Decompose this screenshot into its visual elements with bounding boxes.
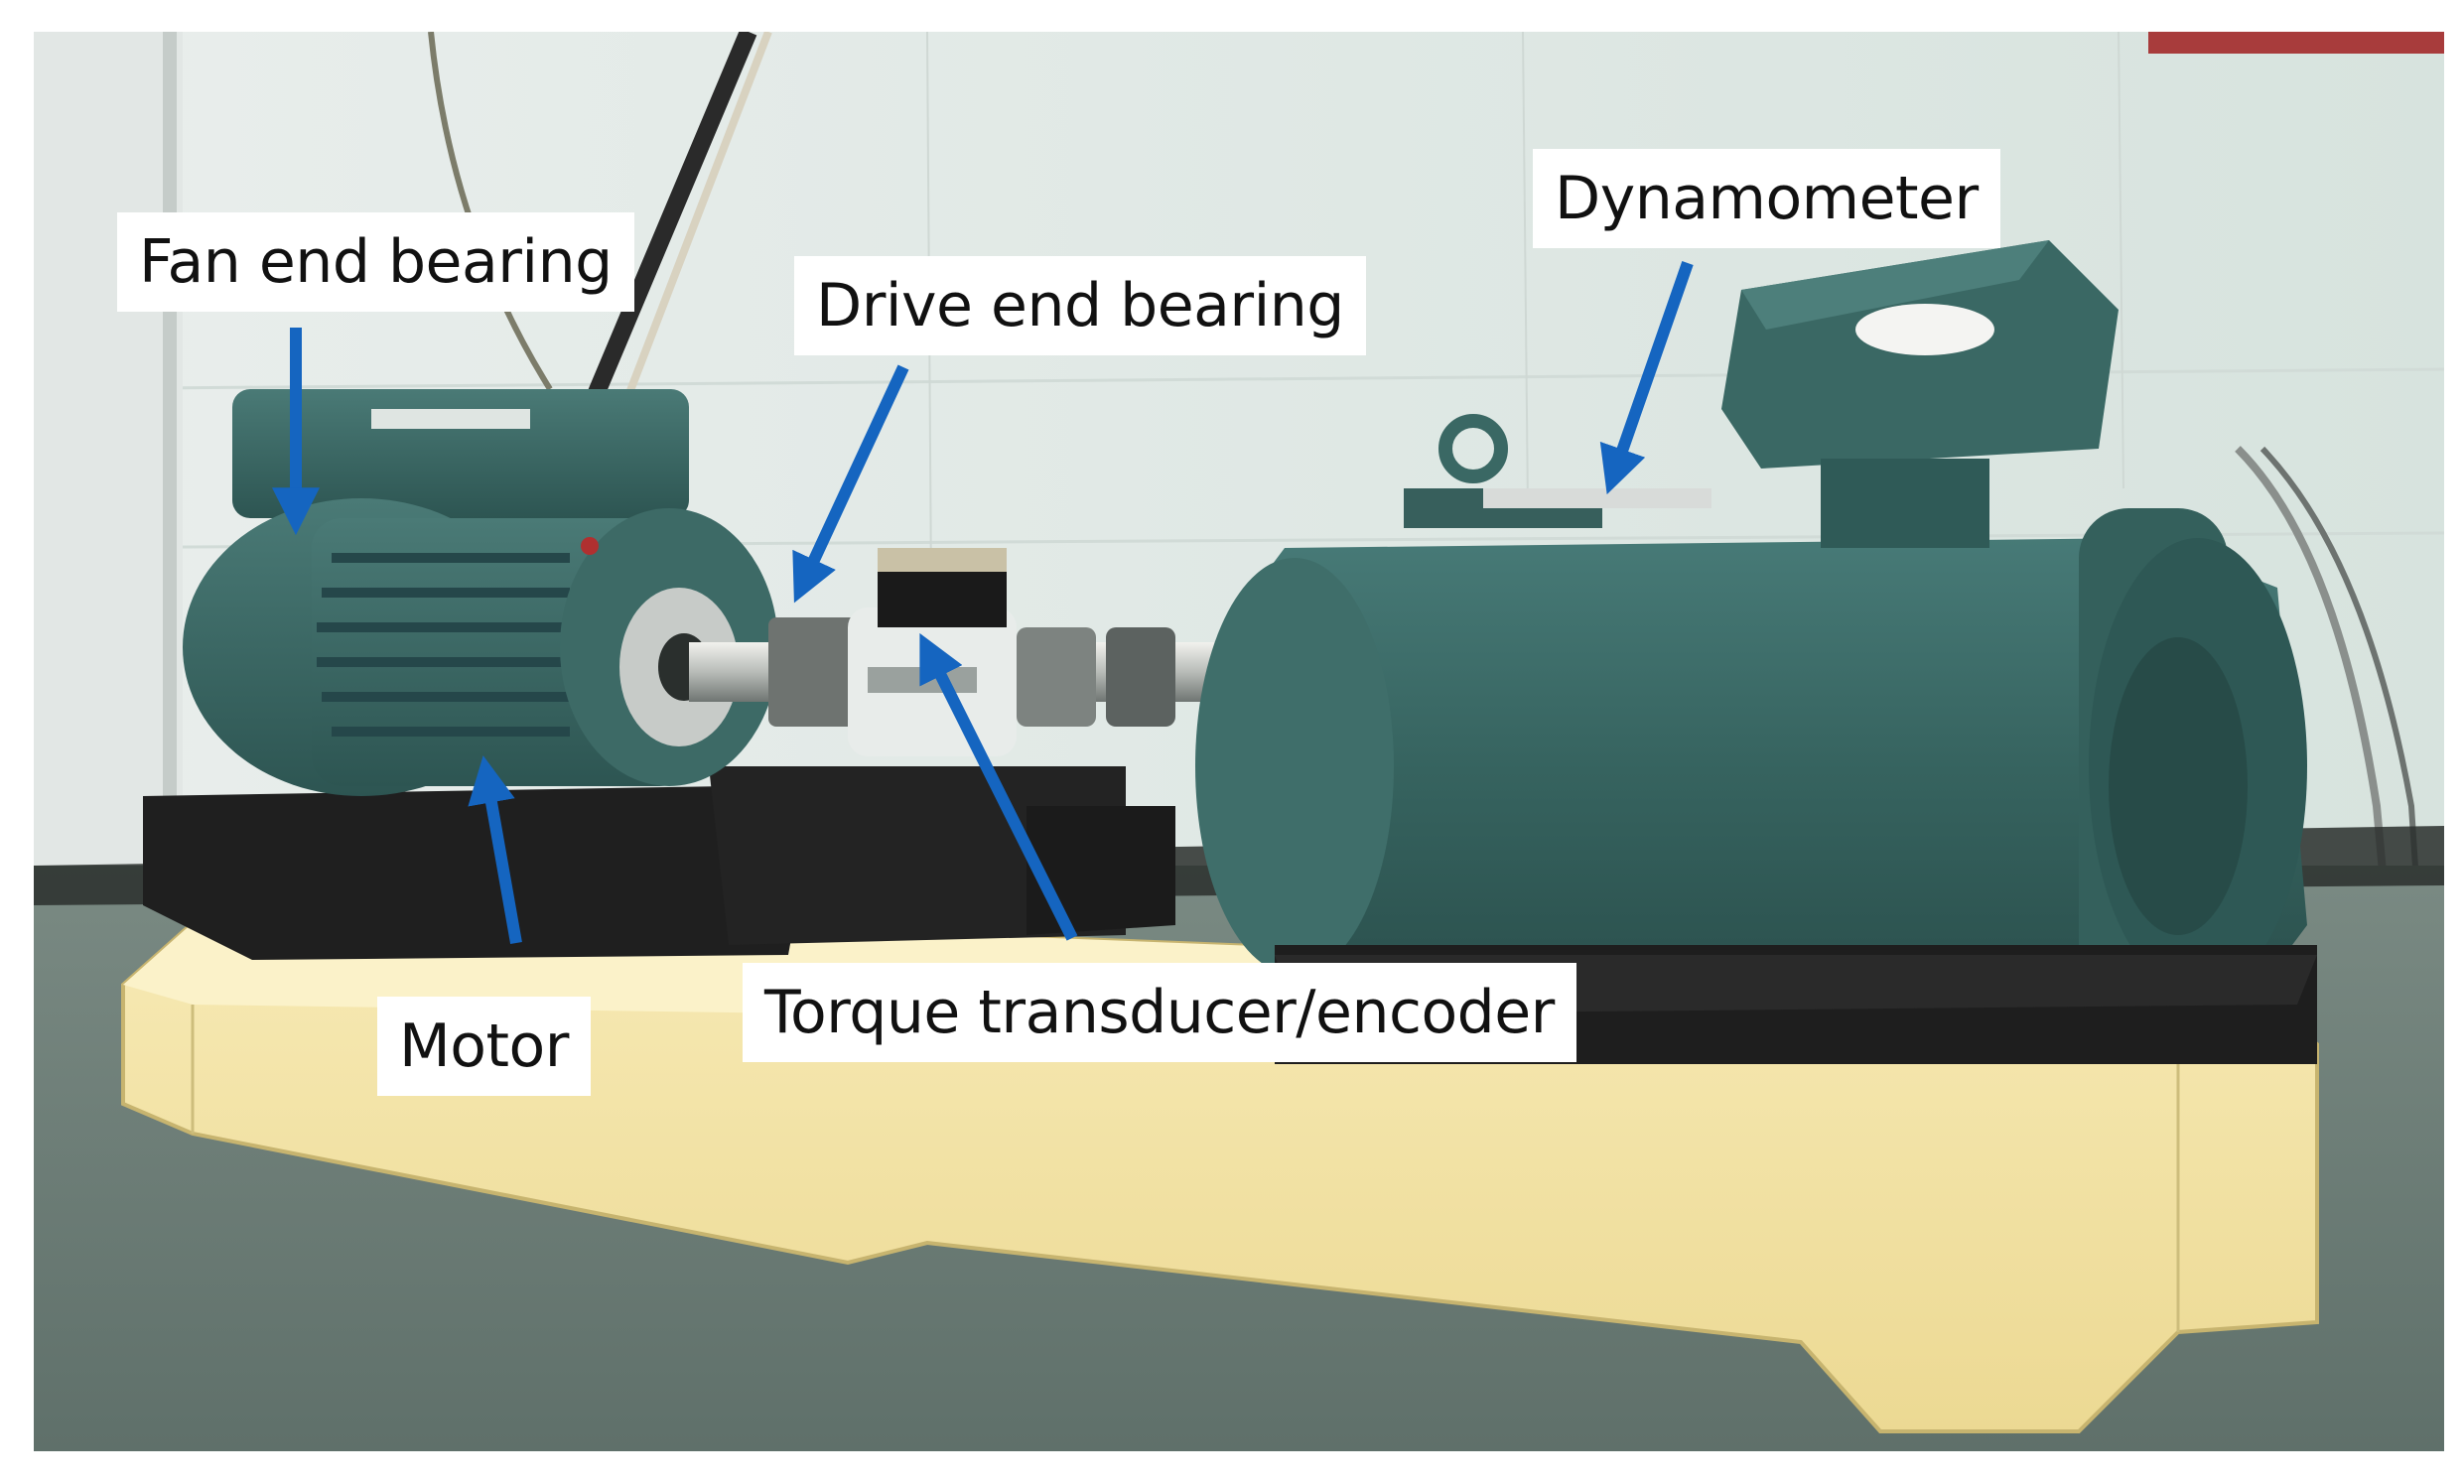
fan-end-bearing-label: Fan end bearing: [117, 212, 634, 312]
torque-transducer-label: Torque transducer/encoder: [743, 963, 1576, 1062]
dynamometer-label: Dynamometer: [1533, 149, 2000, 248]
drive-end-bearing-label: Drive end bearing: [794, 256, 1366, 355]
test-rig-photo: [34, 32, 2444, 1451]
motor-label: Motor: [377, 997, 591, 1096]
